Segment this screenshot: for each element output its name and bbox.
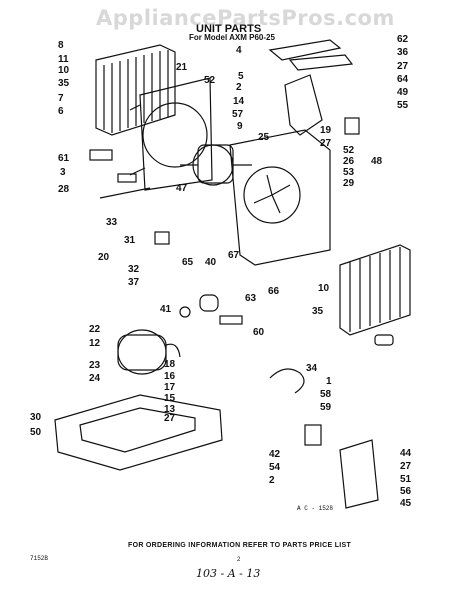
callout-35: 35 xyxy=(58,78,70,89)
callout-18: 18 xyxy=(164,359,176,370)
callout-21: 21 xyxy=(176,62,188,73)
callout-6: 6 xyxy=(58,106,64,117)
callout-59: 59 xyxy=(320,402,332,413)
callout-28: 28 xyxy=(58,184,70,195)
watermark: AppliancePartsPros.com xyxy=(96,6,395,30)
callout-55: 55 xyxy=(397,100,409,111)
top-duct-parts xyxy=(268,39,360,136)
callout-60: 60 xyxy=(253,327,265,338)
callout-22: 22 xyxy=(89,324,101,335)
callout-52: 52 xyxy=(204,75,216,86)
callout-48: 48 xyxy=(371,156,383,167)
callout-10b: 10 xyxy=(318,283,330,294)
callout-13: 13 xyxy=(164,404,176,415)
callout-27: 27 xyxy=(397,61,409,72)
callout-17: 17 xyxy=(164,382,176,393)
condenser-coil xyxy=(95,44,176,136)
ordering-note: FOR ORDERING INFORMATION REFER TO PARTS … xyxy=(128,542,352,549)
callout-1: 1 xyxy=(326,376,332,387)
fan-shroud xyxy=(129,77,213,191)
callout-66: 66 xyxy=(268,286,280,297)
callout-37: 37 xyxy=(128,277,140,288)
callout-9: 9 xyxy=(237,121,243,132)
callout-49: 49 xyxy=(397,87,409,98)
callout-12: 12 xyxy=(89,338,101,349)
callout-47: 47 xyxy=(176,183,188,194)
small-parts xyxy=(89,149,394,509)
callout-44: 44 xyxy=(400,448,412,459)
base-pan xyxy=(54,394,223,471)
callout-56: 56 xyxy=(400,486,412,497)
callout-30: 30 xyxy=(30,412,42,423)
callout-4: 4 xyxy=(236,45,242,56)
callout-67: 67 xyxy=(228,250,240,261)
callout-33: 33 xyxy=(106,217,118,228)
callout-64: 64 xyxy=(397,74,409,85)
callout-51: 51 xyxy=(400,474,412,485)
callout-20: 20 xyxy=(98,252,110,263)
callout-24: 24 xyxy=(89,373,101,384)
evaporator-coil xyxy=(339,244,411,336)
callout-5: 5 xyxy=(238,71,244,82)
callout-36: 36 xyxy=(397,47,409,58)
callout-61: 61 xyxy=(58,153,70,164)
callout-50: 50 xyxy=(30,427,42,438)
handwritten-note: 103 - A - 13 xyxy=(196,567,261,580)
callout-25: 25 xyxy=(258,132,270,143)
callout-62: 62 xyxy=(397,34,409,45)
callout-52b: 52 xyxy=(343,145,355,156)
callout-14: 14 xyxy=(233,96,245,107)
callout-57: 57 xyxy=(232,109,244,120)
diagram-title: UNIT PARTS xyxy=(196,23,262,35)
callout-27c: 27 xyxy=(164,413,176,424)
callout-26: 26 xyxy=(343,156,355,167)
callout-40: 40 xyxy=(205,257,217,268)
callout-29: 29 xyxy=(343,178,355,189)
callout-31: 31 xyxy=(124,235,136,246)
callout-8: 8 xyxy=(58,40,64,51)
callout-65: 65 xyxy=(182,257,194,268)
callout-15: 15 xyxy=(164,393,176,404)
callout-42: 42 xyxy=(269,449,281,460)
callout-3: 3 xyxy=(60,167,66,178)
callout-7: 7 xyxy=(58,93,64,104)
callout-27b: 27 xyxy=(320,138,332,149)
callout-11: 11 xyxy=(58,54,69,65)
callout-23: 23 xyxy=(89,360,101,371)
callout-54: 54 xyxy=(269,462,281,473)
callout-2: 2 xyxy=(236,82,242,93)
callout-63: 63 xyxy=(245,293,257,304)
evaporator-housing xyxy=(229,129,331,266)
callout-34: 34 xyxy=(306,363,318,374)
page-code: 7152B xyxy=(30,555,49,562)
callout-10: 10 xyxy=(58,65,70,76)
model-subtitle: For Model AXM P60-25 xyxy=(189,33,275,42)
callout-45: 45 xyxy=(400,498,412,509)
callout-32: 32 xyxy=(128,264,140,275)
callout-58: 58 xyxy=(320,389,332,400)
diagram-code: A C - 1528 xyxy=(297,505,334,512)
callout-53: 53 xyxy=(343,167,355,178)
callout-2b: 2 xyxy=(269,475,275,486)
fan-motor xyxy=(180,144,252,186)
callout-19: 19 xyxy=(320,125,332,136)
callout-16: 16 xyxy=(164,371,176,382)
callout-27d: 27 xyxy=(400,461,412,472)
compressor xyxy=(117,329,181,375)
callout-41: 41 xyxy=(160,304,172,315)
callout-35b: 35 xyxy=(312,306,324,317)
page-number: 2 xyxy=(237,557,241,563)
